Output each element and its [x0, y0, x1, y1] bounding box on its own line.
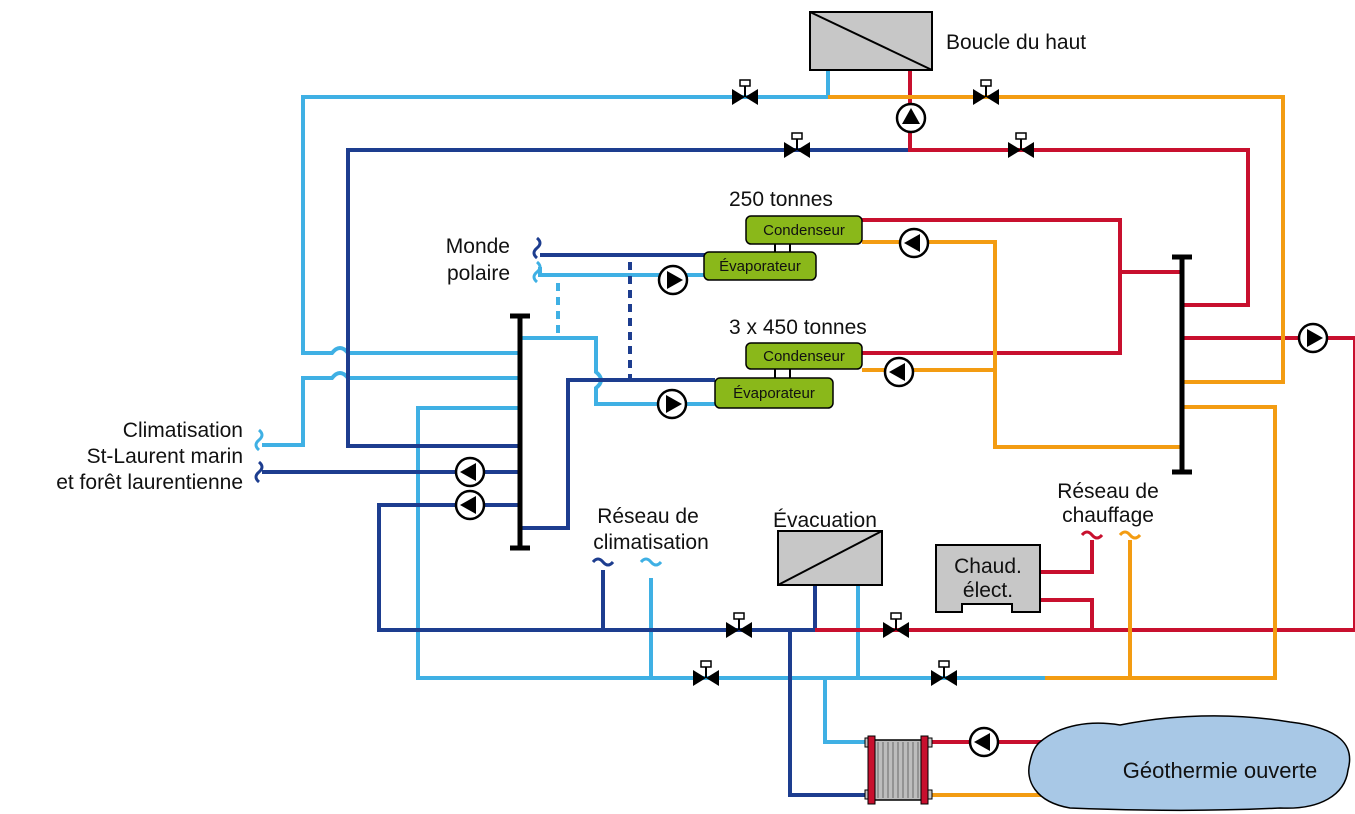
valve-icon[interactable] [783, 132, 811, 159]
climatisation-label-3: et forêt laurentienne [56, 471, 243, 494]
monde-polaire-label-2: polaire [447, 262, 510, 285]
valve-icon[interactable] [725, 612, 753, 639]
lake [1028, 715, 1351, 812]
light-blue-pipes [262, 42, 1045, 744]
pipe-end-icon [591, 557, 615, 567]
header-manifolds [510, 254, 1192, 551]
valve-icon[interactable] [1007, 132, 1035, 159]
pipe-end-icon [254, 460, 264, 484]
electric-boiler [935, 544, 1041, 613]
pump-icon[interactable] [454, 489, 486, 521]
evaporateur-label-1: Évaporateur [719, 258, 801, 275]
pump-icon[interactable] [1297, 322, 1329, 354]
condenseur-label-1: Condenseur [763, 222, 845, 239]
valve-icon[interactable] [972, 79, 1000, 106]
pump-icon[interactable] [895, 102, 927, 134]
red-pipes [815, 70, 1355, 744]
boucle-du-haut-label: Boucle du haut [946, 31, 1086, 54]
pipe-end-icon [1080, 530, 1104, 540]
pipe-end-icon [639, 557, 663, 567]
pump-icon[interactable] [657, 264, 689, 296]
pipe-end-icon [532, 260, 542, 284]
tonnes-250-label: 250 tonnes [729, 188, 833, 211]
valve-icon[interactable] [731, 79, 759, 106]
tonnes-3x450-label: 3 x 450 tonnes [729, 316, 867, 339]
plate-heat-exchanger [864, 735, 933, 805]
valve-icon[interactable] [692, 660, 720, 687]
pump-icon[interactable] [656, 388, 688, 420]
chaud-label-1: Chaud. [954, 555, 1022, 578]
climatisation-label-2: St-Laurent marin [87, 445, 243, 468]
valve-icon[interactable] [930, 660, 958, 687]
reseau-clim-label-1: Réseau de [597, 505, 699, 528]
pump-icon[interactable] [898, 227, 930, 259]
condenseur-label-2: Condenseur [763, 348, 845, 365]
climatisation-label-1: Climatisation [123, 419, 243, 442]
valve-icon[interactable] [882, 612, 910, 639]
reseau-chauf-label-2: chauffage [1062, 504, 1154, 527]
top-heat-exchanger [809, 11, 933, 71]
geothermie-label: Géothermie ouverte [1123, 758, 1317, 783]
pump-icon[interactable] [968, 726, 1000, 758]
condenseur-box [745, 215, 863, 245]
reseau-chauf-label-1: Réseau de [1057, 480, 1159, 503]
chiller-3x450 [714, 342, 863, 409]
evacuation-heat-exchanger [777, 530, 883, 586]
pump-icon[interactable] [454, 456, 486, 488]
chiller-250 [703, 215, 863, 281]
monde-polaire-label-1: Monde [446, 235, 510, 258]
orange-pipes [828, 95, 1285, 797]
evaporateur-label-2: Évaporateur [733, 385, 815, 402]
dark-blue-pipes [262, 148, 1045, 797]
pipe-end-icon [532, 236, 542, 260]
chaud-label-2: élect. [963, 579, 1013, 602]
evaporateur-box [703, 251, 817, 281]
pipe-end-icon [1118, 530, 1142, 540]
reseau-clim-label-2: climatisation [593, 531, 709, 554]
evaporateur-box [714, 377, 834, 409]
evacuation-label: Évacuation [773, 509, 877, 532]
pipe-end-icon [254, 428, 264, 452]
pump-icon[interactable] [883, 356, 915, 388]
condenseur-box [745, 342, 863, 370]
